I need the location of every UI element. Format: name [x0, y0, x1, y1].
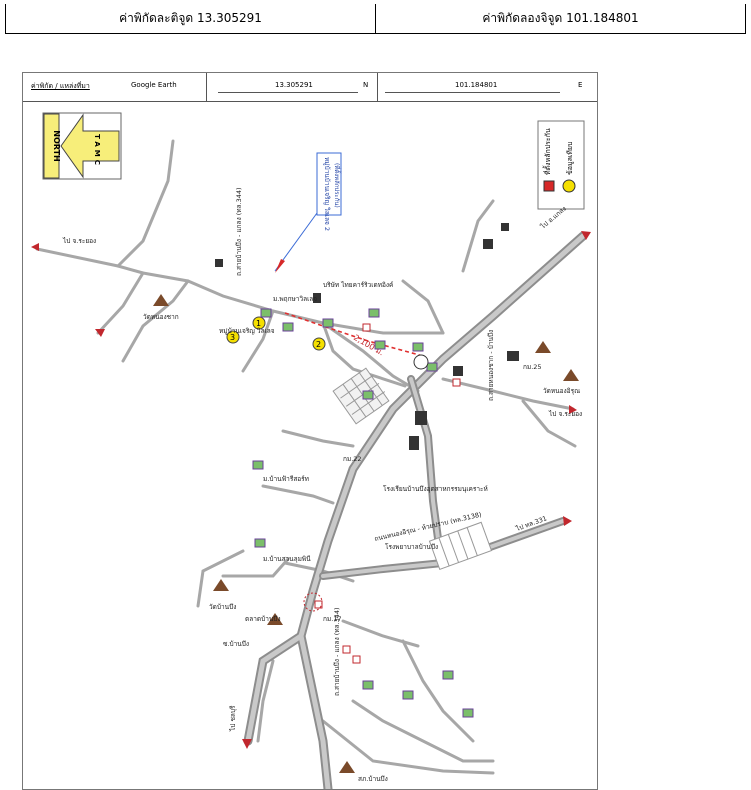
subdivision-grid: [332, 367, 493, 570]
road: [321, 321, 407, 388]
temple1-label: วัดหนองชาก: [143, 313, 179, 321]
road: [321, 719, 495, 775]
map-header-label: ค่าพิกัด / แหล่งที่มา: [31, 82, 90, 90]
comparable-number: 1: [256, 319, 261, 328]
map-header-lon-dir: E: [578, 81, 583, 89]
road: [521, 399, 577, 448]
village1-label: หมู่บ้านเจริญ วิลเลจ: [219, 327, 275, 335]
latitude-cell: ค่าพิกัดละติจูด 13.305291: [119, 11, 262, 25]
to-chonburi-label: ไป ชลบุรี: [229, 705, 237, 732]
comparable-marker: [226, 330, 240, 344]
road: [221, 557, 290, 578]
comparable-legend-icon: [562, 179, 576, 193]
map-header-longitude: 101.184801: [455, 81, 498, 89]
km25-label: กม.25: [523, 363, 542, 371]
coordinate-table: ค่าพิกัดละติจูด 13.305291 ค่าพิกัดลองจิจ…: [5, 4, 746, 34]
divider: [377, 73, 378, 101]
arrow-icon: [581, 231, 591, 240]
legend: ที่ตั้งหลักประกัน ข้อมูลเทียบ: [537, 120, 585, 210]
comparable-number: 2: [316, 340, 321, 349]
to-rayong2-label: ไป จ.ระยอง: [548, 410, 582, 418]
road: [96, 271, 145, 335]
location-map: ค่าพิกัด / แหล่งที่มา Google Earth 13.30…: [22, 72, 598, 790]
village2-label: ม.พฤกษาวิลเลจ: [273, 295, 317, 303]
road: [261, 484, 335, 505]
subject-legend-icon: [543, 180, 555, 192]
village3-label: ม.บ้านฟ้ารีสอร์ท: [263, 475, 309, 483]
km22-label: กม.22: [343, 455, 362, 463]
temple3-label: วัดบ้านบึง: [209, 603, 236, 611]
temple2-label: วัดหนองอิรุณ: [543, 387, 580, 395]
divider: [206, 73, 207, 101]
road-344-label: ถ.สายบ้านบึง - แกลง (ทล.344): [235, 187, 243, 276]
poi-icons: [314, 323, 461, 664]
school-label: โรงเรียนบ้านบึงอุตสาหกรรมนุเคราะห์: [383, 485, 488, 493]
road: [116, 139, 175, 268]
map-header-latitude: 13.305291: [275, 81, 313, 89]
hospital-label: โรงพยาบาลบ้านบึง: [385, 543, 438, 551]
road: [461, 199, 495, 273]
road: [196, 549, 245, 608]
north-label: NORTH: [52, 130, 61, 161]
north-arrow: NORTH TAMC: [42, 112, 122, 180]
comparable-number: 3: [230, 333, 235, 342]
police-label: สภ.บ้านบึง: [358, 775, 388, 783]
north-arrow-icon: [60, 113, 120, 179]
map-header: ค่าพิกัด / แหล่งที่มา Google Earth 13.30…: [23, 73, 597, 102]
project-sub-label: (ที่ตั้งหลักประกัน): [333, 163, 343, 208]
road-v-label: ถ.สายหนองชาก - บ้านบึง: [487, 330, 495, 401]
road: [401, 279, 445, 335]
road: [401, 639, 475, 743]
map-header-lat-dir: N: [363, 81, 369, 89]
arrow-icon: [95, 329, 105, 337]
divider: [385, 92, 560, 93]
arrow-icon: [563, 516, 572, 526]
road: [256, 659, 275, 743]
map-canvas: NORTH TAMC ที่ตั้งหลักประกัน ข้อมูลเทียบ…: [31, 112, 591, 789]
subject-marker-icon: [275, 259, 285, 273]
village-icons: [252, 308, 474, 718]
road: [281, 429, 355, 448]
divider: [218, 92, 358, 93]
temple-icons: [153, 294, 579, 773]
to-rayong-label: ไป จ.ระยอง: [62, 237, 96, 245]
junction-icon: [303, 592, 323, 612]
project-label: หมู่บ้านบ้านเจริญ วิลเลจ 2: [323, 157, 331, 231]
road: [241, 309, 275, 373]
map-header-source: Google Earth: [131, 81, 177, 89]
factory-label: บริษัท ไทยคาร์ริวเดทอิงค์: [323, 281, 393, 289]
comparable-marker: [252, 316, 266, 330]
roundabout-icon: [413, 354, 429, 370]
building-icons: [215, 223, 519, 450]
distance-line: [284, 312, 424, 357]
comparable-markers: 1 2 3: [226, 316, 326, 351]
arrow-icon: [569, 405, 577, 414]
road: [121, 279, 190, 363]
road: [441, 377, 575, 411]
arrow-icon: [242, 739, 252, 749]
north-letters: TAMC: [93, 134, 101, 168]
subject-callout: หมู่บ้านบ้านเจริญ วิลเลจ 2 (ที่ตั้งหลักป…: [274, 152, 343, 273]
comparable-marker: [312, 337, 326, 351]
road-344b-label: ถ.สายบ้านบึง - แกลง (ทล.344): [333, 607, 341, 696]
longitude-cell: ค่าพิกัดลองจิจูด 101.184801: [375, 4, 745, 33]
market-label: ตลาดบ้านบึง: [245, 615, 281, 623]
soi-bueng-label: ซ.บ้านบึง: [223, 640, 249, 648]
village4-label: ม.บ้านสวนลุมพินี: [263, 555, 311, 563]
road: [351, 699, 495, 763]
legend-subject-label: ที่ตั้งหลักประกัน: [541, 128, 552, 175]
road: [321, 321, 420, 393]
legend-comparable-label: ข้อมูลเทียบ: [566, 142, 574, 175]
arrow-icon: [31, 243, 39, 251]
km17-label: กม.17: [323, 615, 342, 623]
road: [341, 619, 420, 648]
